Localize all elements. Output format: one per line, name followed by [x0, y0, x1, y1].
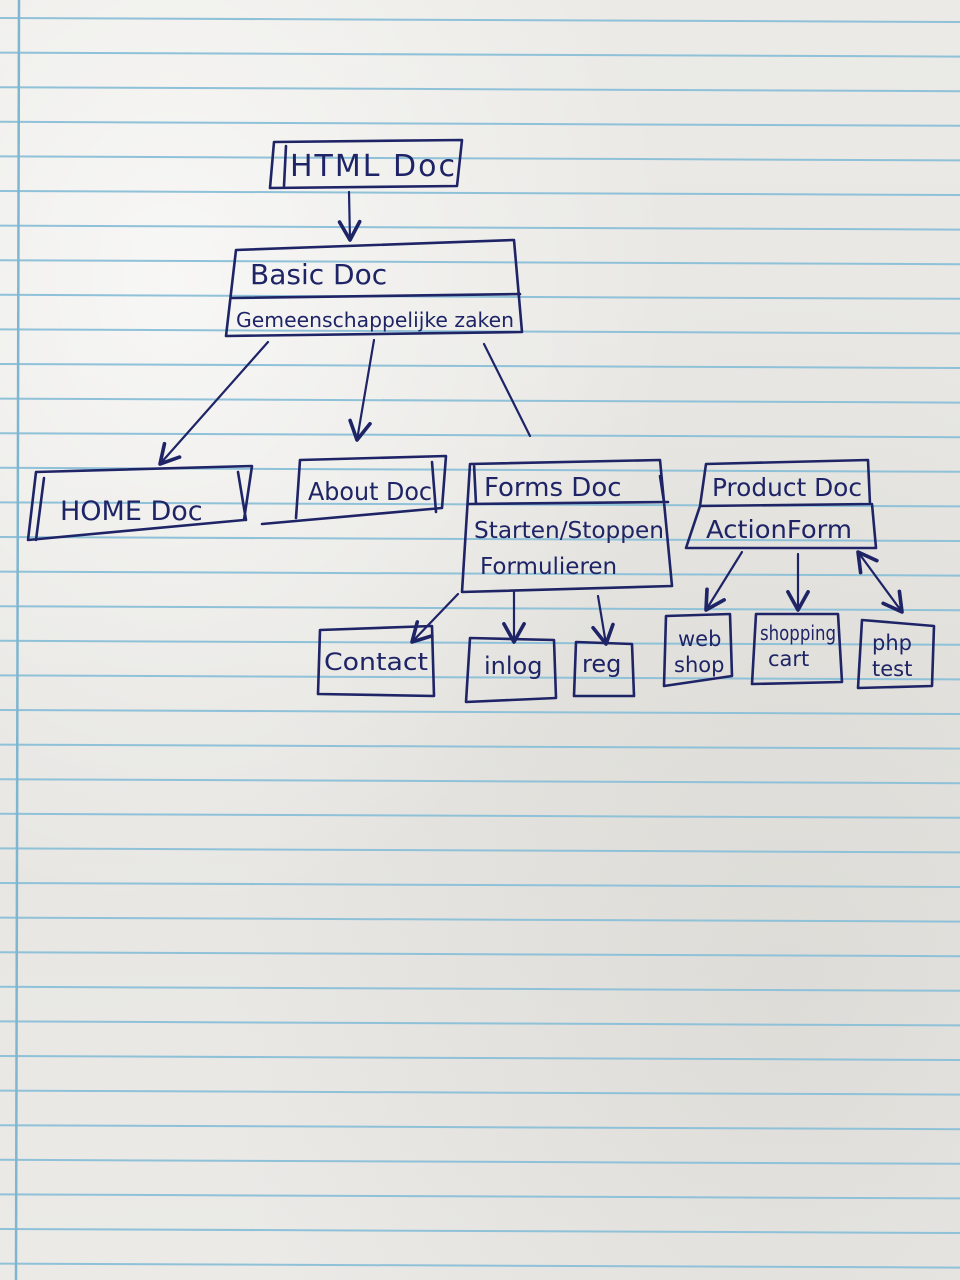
node-html-doc-box — [268, 138, 464, 190]
rule-line — [0, 812, 960, 819]
ruled-lines — [0, 17, 960, 1269]
node-product-doc-sublabel: ActionForm — [706, 515, 852, 544]
edge-html-to-basic — [337, 190, 362, 242]
edge-basic-to-forms — [482, 342, 532, 438]
node-product-doc-label: Product Doc — [712, 473, 862, 502]
node-inlog: inlog — [464, 636, 558, 704]
rule-line — [0, 1158, 960, 1165]
node-php-test-label-1: php — [872, 631, 912, 655]
node-forms-doc-sublabel-2: Formulieren — [480, 554, 617, 580]
node-basic-doc-box — [224, 238, 524, 338]
edge-forms-to-contact — [410, 592, 460, 644]
node-inlog-box — [464, 636, 558, 704]
node-html-doc-label: HTML Doc — [290, 149, 457, 184]
rule-line — [0, 1020, 960, 1027]
rule-line — [0, 743, 960, 750]
node-forms-doc: Forms Doc Starten/Stoppen Formulieren — [460, 458, 674, 594]
node-shopping-cart-box — [750, 612, 844, 686]
rule-line — [0, 293, 960, 300]
rule-line — [0, 882, 960, 888]
node-forms-doc-label: Forms Doc — [484, 473, 622, 503]
rule-line — [0, 1193, 960, 1200]
node-home-doc-label: HOME Doc — [60, 496, 203, 527]
rule-line — [0, 570, 960, 577]
node-shopping-cart: shopping cart — [750, 612, 844, 686]
edge-product-to-php-test — [856, 550, 904, 614]
rule-line — [0, 674, 960, 681]
rule-line — [0, 536, 960, 542]
rule-line — [0, 709, 960, 715]
edge-forms-to-reg — [591, 594, 615, 646]
rule-line — [0, 985, 960, 992]
node-basic-doc-sublabel: Gemeenschappelijke zaken — [236, 308, 514, 332]
node-html-doc: HTML Doc — [268, 138, 464, 190]
node-php-test-box — [856, 618, 936, 690]
rule-line — [0, 432, 960, 439]
node-webshop-label-1: web — [678, 627, 721, 651]
rule-line — [0, 847, 960, 854]
rule-line — [0, 190, 960, 196]
node-basic-doc: Basic Doc Gemeenschappelijke zaken — [224, 238, 524, 338]
node-product-doc: Product Doc ActionForm — [684, 458, 878, 550]
edges — [158, 190, 904, 646]
node-inlog-label: inlog — [484, 652, 542, 680]
node-reg-box — [572, 640, 636, 698]
rule-line — [0, 86, 960, 93]
rule-line — [0, 51, 960, 58]
node-contact: Contact — [316, 624, 436, 698]
rule-line — [0, 155, 960, 162]
node-reg: reg — [572, 640, 636, 698]
node-home-doc: HOME Doc — [26, 464, 254, 542]
node-contact-label: Contact — [324, 648, 428, 676]
node-about-doc-box — [260, 454, 448, 526]
node-webshop-box — [662, 612, 734, 688]
rule-line — [0, 120, 960, 127]
rule-line — [0, 224, 960, 231]
rule-line — [0, 1124, 960, 1131]
rule-line — [0, 17, 960, 23]
rule-line — [0, 397, 960, 404]
rule-line — [0, 1055, 960, 1061]
rule-line — [0, 778, 960, 785]
node-forms-doc-box — [460, 458, 674, 594]
node-webshop-label-2: shop — [674, 653, 724, 677]
rule-line — [0, 916, 960, 923]
rule-line — [0, 1262, 960, 1269]
edge-product-to-webshop — [704, 550, 744, 612]
rule-line — [0, 259, 960, 266]
rule-line — [0, 605, 960, 612]
node-home-doc-box — [26, 464, 254, 542]
rule-line — [0, 639, 960, 646]
node-shopping-cart-label-2: cart — [768, 647, 809, 671]
node-php-test: php test — [856, 618, 936, 690]
node-contact-box — [316, 624, 436, 698]
rule-line — [0, 951, 960, 958]
node-product-doc-box — [684, 458, 878, 550]
node-webshop: web shop — [662, 612, 734, 688]
node-about-doc: About Doc — [260, 454, 448, 526]
node-basic-doc-label: Basic Doc — [250, 258, 387, 291]
node-about-doc-label: About Doc — [308, 477, 432, 506]
node-php-test-label-2: test — [872, 657, 912, 681]
node-forms-doc-sublabel-1: Starten/Stoppen — [474, 518, 664, 544]
edge-basic-to-about — [348, 338, 376, 442]
node-shopping-cart-label-1: shopping — [760, 621, 836, 645]
rule-line — [0, 363, 960, 369]
edge-basic-to-home — [158, 340, 270, 466]
rule-line — [0, 1228, 960, 1234]
margin-line — [14, 0, 21, 1280]
node-reg-label: reg — [582, 650, 621, 678]
rule-line — [0, 1089, 960, 1096]
